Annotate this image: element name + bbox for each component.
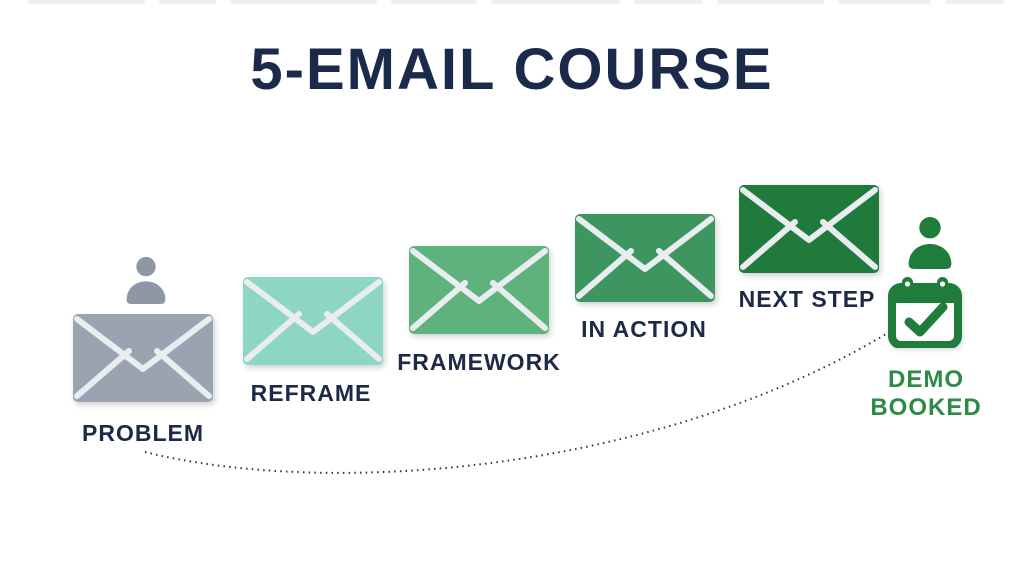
step-label-next-step: NEXT STEP: [738, 286, 876, 312]
page-title: 5-EMAIL COURSE: [250, 37, 774, 102]
outcome-line-1: DEMO: [888, 366, 964, 393]
step-label-problem: PROBLEM: [82, 420, 204, 446]
step-label-framework: FRAMEWORK: [397, 349, 561, 375]
envelope-icon: [739, 185, 879, 273]
person-icon: [908, 217, 952, 269]
calendar-check-icon: [888, 277, 962, 348]
envelope-icon: [243, 277, 383, 365]
step-label-reframe: REFRAME: [250, 380, 372, 406]
step-label-in-action: IN ACTION: [581, 316, 707, 342]
cropped-text-artifact: [28, 0, 1004, 5]
envelope-icon: [73, 314, 213, 402]
person-icon: [126, 256, 166, 304]
envelope-icon: [575, 214, 715, 302]
outcome-label-demo-booked: DEMO BOOKED: [836, 366, 1016, 422]
envelope-icon: [409, 246, 549, 334]
outcome-line-2: BOOKED: [870, 394, 982, 421]
